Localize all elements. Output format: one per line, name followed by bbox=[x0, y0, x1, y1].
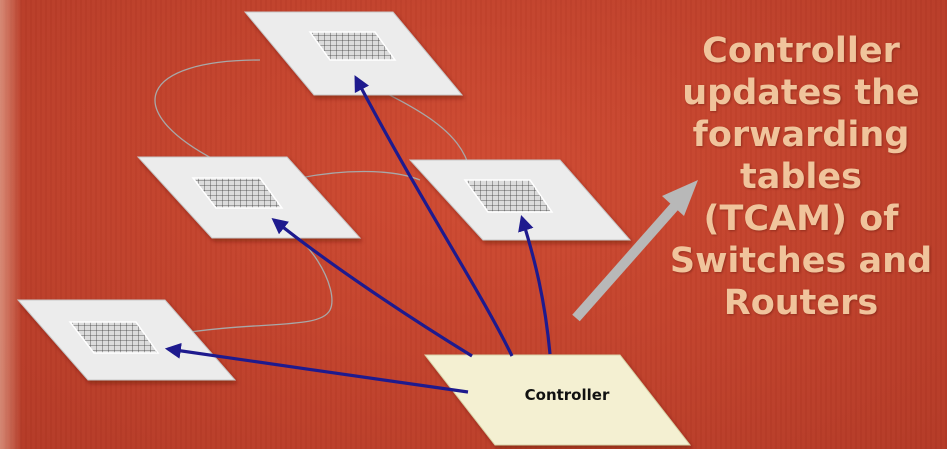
switch-middle-right bbox=[408, 159, 632, 241]
switch-middle-left bbox=[136, 156, 362, 239]
caption-line: tables bbox=[740, 157, 862, 197]
caption-line: Switches and bbox=[669, 241, 933, 281]
caption-text: Controller updates the forwarding tables… bbox=[655, 30, 947, 324]
switch-grid-icon bbox=[463, 179, 554, 213]
pointer-arrow-icon bbox=[572, 180, 698, 322]
control-arrow-to-top bbox=[354, 75, 514, 357]
caption-line: (TCAM) of bbox=[703, 199, 899, 239]
control-arrow-to-middle-right bbox=[518, 214, 552, 355]
slide-edge-shadow bbox=[0, 0, 22, 449]
caption-line: updates the bbox=[682, 73, 920, 113]
link-top-to-middle-left bbox=[154, 59, 261, 161]
caption-line: Routers bbox=[723, 283, 879, 323]
switch-grid-icon bbox=[68, 321, 160, 354]
controller-node bbox=[423, 354, 692, 446]
caption-line: forwarding bbox=[692, 115, 910, 155]
switch-top bbox=[243, 11, 464, 96]
switch-grid-icon bbox=[308, 31, 397, 61]
switch-grid-icon bbox=[191, 177, 284, 209]
link-middle-left-to-middle-right bbox=[299, 170, 421, 181]
caption-line: Controller bbox=[702, 31, 900, 71]
control-arrows bbox=[164, 75, 552, 394]
switch-bottom-left bbox=[16, 299, 237, 381]
control-arrow-to-middle-left bbox=[271, 217, 473, 358]
control-arrow-to-bottom-left bbox=[164, 342, 469, 394]
controller-label: Controller bbox=[525, 386, 610, 404]
